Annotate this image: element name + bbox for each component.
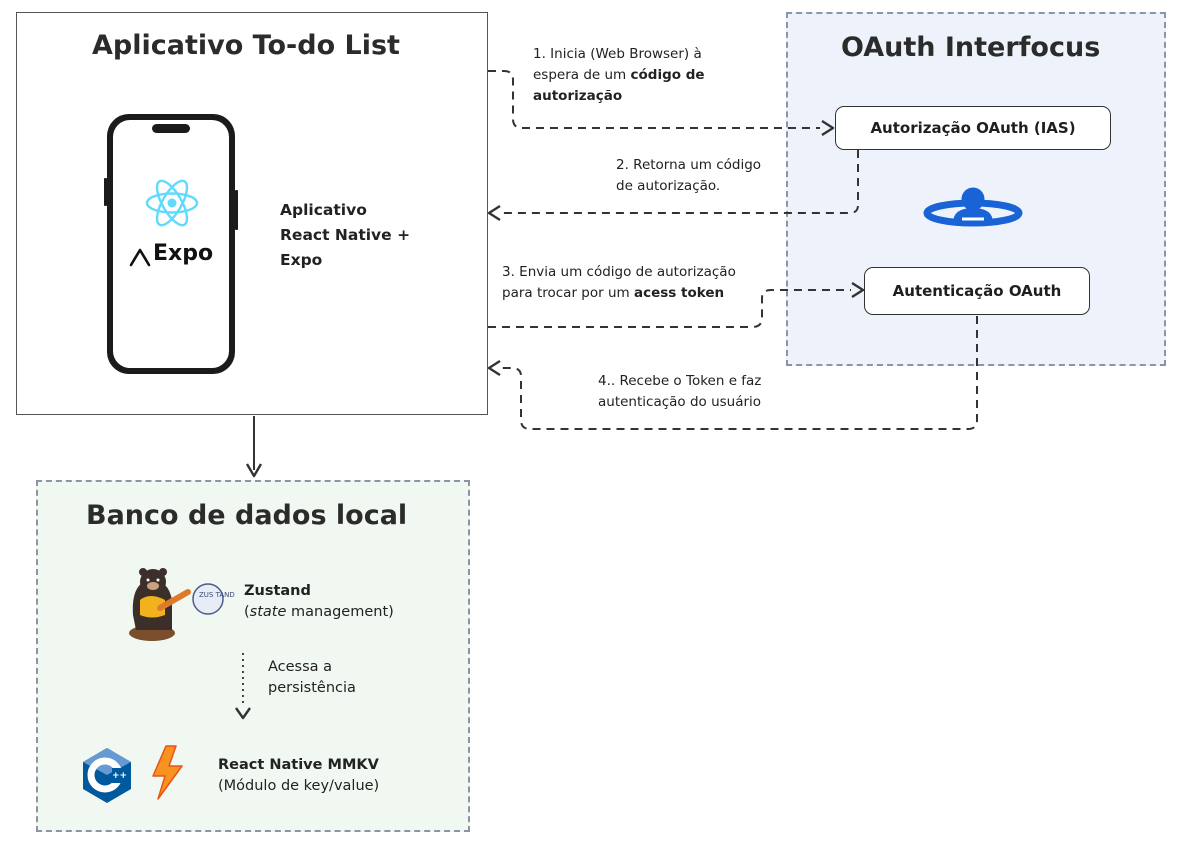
zustand-paren: ( [244,604,250,620]
zustand-label: Zustand (state management) [244,581,394,623]
step3-label: 3. Envia um código de autorização para t… [502,262,736,304]
zustand-name: Zustand [244,583,311,599]
app-title: Aplicativo To-do List [92,30,400,61]
access-line1: Acessa a [268,659,333,675]
step1-label: 1. Inicia (Web Browser) à espera de um c… [533,44,705,107]
authorization-box: Autorização OAuth (IAS) [835,106,1111,150]
smartphone-icon [104,114,238,374]
app-description-line1: Aplicativo [280,201,367,219]
step4-label: 4.. Recebe o Token e faz autenticação do… [598,371,761,413]
app-description-line2: React Native + [280,226,411,244]
step1-line1: 1. Inicia (Web Browser) à [533,46,702,62]
access-label: Acessa a persistência [268,657,356,699]
step3-line2-prefix: para trocar por um [502,285,634,301]
svg-text:++: ++ [112,771,127,781]
step3-line2-bold: acess token [633,285,725,301]
zustand-italic: state [249,604,287,620]
mmkv-name: React Native MMKV [218,757,379,773]
authentication-box: Autenticação OAuth [864,267,1090,315]
step4-line2: autenticação do usuário [598,394,762,410]
step3-line1: 3. Envia um código de autorização [502,264,736,280]
oauth-title: OAuth Interfocus [841,32,1101,63]
step1-line2-bold: código de [630,67,705,83]
mmkv-label: React Native MMKV (Módulo de key/value) [218,755,379,797]
database-title: Banco de dados local [86,500,408,531]
step4-line1: 4.. Recebe o Token e faz [598,373,762,389]
step2-line2: de autorização. [616,178,721,194]
step1-line2-prefix: espera de um [533,67,631,83]
zustand-rest: management) [286,604,394,620]
mmkv-desc: (Módulo de key/value) [218,778,380,794]
lightning-icon [152,745,183,800]
step1-line3-bold: autorização [533,88,623,104]
expo-logo-icon [129,248,151,267]
app-container [16,12,488,415]
step2-line1: 2. Retorna um código [616,157,762,173]
user-identity-icon [923,187,1023,227]
access-line2: persistência [268,680,356,696]
zustand-bear-icon [129,568,224,641]
expo-logo-text: Expo [153,241,214,266]
zustand-sticker-text: ZUS TAND [199,591,235,599]
step2-label: 2. Retorna um código de autorização. [616,155,761,197]
app-description: Aplicativo React Native + Expo [280,198,410,273]
app-description-line3: Expo [280,251,323,269]
cpp-logo-icon: ++ [83,748,131,803]
